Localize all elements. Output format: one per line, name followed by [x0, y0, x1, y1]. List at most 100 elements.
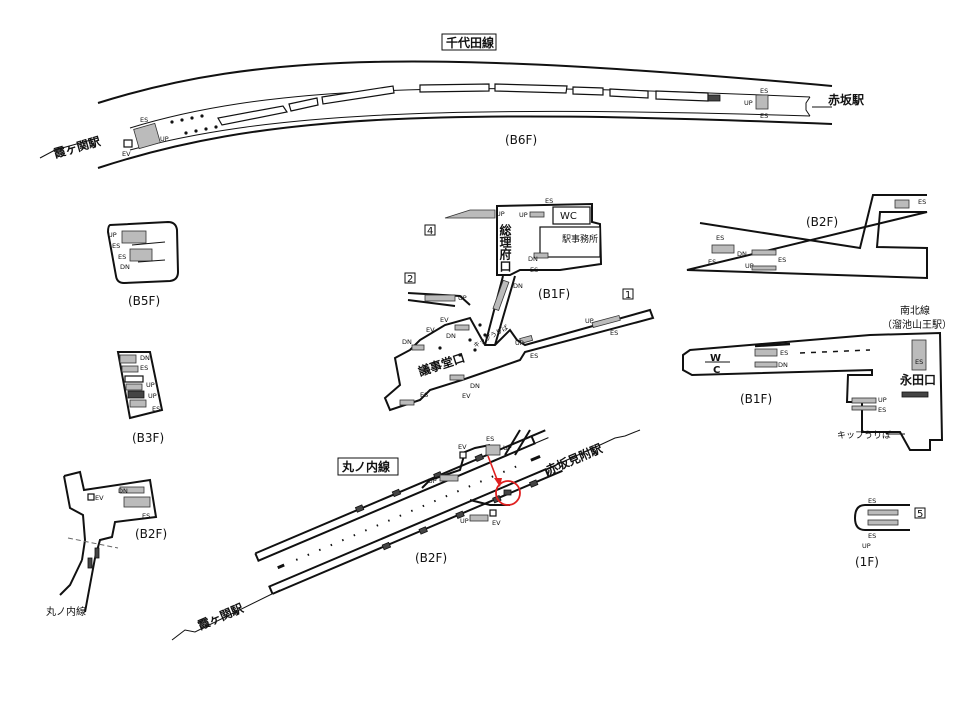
- floor-b1f-right: W C ES DN ES UP ES 永田口 キップうりば 南北線 （溜池山王駅…: [682, 304, 952, 451]
- track-to-akasaka-mitsuke: [544, 429, 641, 471]
- up-label: UP: [458, 294, 467, 302]
- up-label: UP: [878, 396, 887, 404]
- floor-label-b2f-right: (B2F): [806, 215, 838, 229]
- exit-4-box: [424, 224, 436, 236]
- wc-room: [552, 206, 591, 225]
- fare-line: [67, 537, 119, 549]
- elevator: [123, 139, 133, 148]
- ev-label: EV: [122, 150, 131, 158]
- dn-label: DN: [513, 282, 523, 290]
- exit-4-label[interactable]: 4: [427, 226, 433, 237]
- es-label: ES: [610, 329, 618, 337]
- floor-label-b1f-right: (B1F): [740, 392, 772, 406]
- floor-b3f: DN ES UP UP ES (B3F): [116, 351, 164, 445]
- dn-label: DN: [402, 338, 412, 346]
- up-label: UP: [148, 392, 157, 400]
- dn-label: DN: [528, 255, 538, 263]
- nagatacho-exit-label: 永田口: [899, 372, 936, 387]
- b2f-left-outline: [63, 470, 158, 561]
- es-label: ES: [152, 405, 160, 413]
- namboku-line-label: 南北線: [900, 304, 930, 317]
- sourifu-concourse-outline: [496, 202, 603, 276]
- track-wall-top: [97, 60, 833, 104]
- es-label: ES: [486, 435, 494, 443]
- es-label: ES: [868, 532, 876, 540]
- exit-5-outline: [853, 504, 910, 531]
- ev-label: EV: [440, 316, 449, 324]
- floor-b5f: UP ES ES DN (B5F): [106, 220, 180, 308]
- es-label: ES: [708, 258, 716, 266]
- exit-1-label[interactable]: 1: [625, 290, 631, 301]
- floor-b1f-center: WC 駅事務所 総理府口 UP ES DN ES UP 4 DN 2 UP 議事…: [383, 197, 655, 412]
- dn-label: DN: [470, 382, 480, 390]
- highlight-marker: [487, 455, 521, 506]
- escalator: [121, 230, 147, 244]
- chiyoda-platform-b6f: 千代田線 ES UP EV ES UP ES 霞ヶ: [39, 33, 865, 169]
- es-label: ES: [716, 234, 724, 242]
- car: [321, 85, 395, 105]
- ev-label: EV: [95, 494, 104, 502]
- es-label: ES: [530, 352, 538, 360]
- tameike-sanno-station-label: （溜池山王駅）: [882, 318, 952, 331]
- wc-label: WC: [560, 211, 577, 222]
- b1f-right-outline: [682, 331, 944, 451]
- gijidou-concourse-outline: [383, 308, 655, 412]
- highlight-arrow: [487, 455, 499, 483]
- car: [288, 97, 319, 112]
- station-office-label: 駅事務所: [562, 233, 598, 245]
- dn-label: DN: [737, 250, 747, 258]
- car: [419, 83, 490, 93]
- sourifu-exit-label: 総理府口: [498, 223, 512, 273]
- track-to-kasumigaseki: [171, 589, 281, 641]
- up-label: UP: [862, 542, 871, 550]
- es-label: ES: [112, 242, 120, 250]
- dn-label: DN: [120, 263, 130, 271]
- gate: [87, 557, 93, 569]
- up-label: UP: [428, 477, 437, 485]
- es-label: ES: [140, 116, 148, 124]
- station-label-akasaka-mitsuke: 赤坂見附駅: [543, 440, 605, 478]
- columns: [438, 323, 487, 357]
- car: [572, 86, 604, 96]
- exit-5-label[interactable]: 5: [917, 509, 923, 520]
- es-label: ES: [760, 87, 768, 95]
- ev-label: EV: [426, 326, 435, 334]
- floor-label-b6f: (B6F): [505, 133, 537, 147]
- up-label: UP: [745, 262, 754, 270]
- floor-label-b5f: (B5F): [128, 294, 160, 308]
- es-label: ES: [142, 512, 150, 520]
- up-label: UP: [460, 517, 469, 525]
- train-cars: [217, 83, 721, 126]
- es-label: ES: [545, 197, 553, 205]
- up-label: UP: [496, 210, 505, 218]
- escalator-kasumigaseki-end: [133, 122, 161, 150]
- floor-label-1f: (1F): [855, 555, 879, 569]
- up-label: UP: [585, 317, 594, 325]
- exit-5-box: [914, 507, 926, 519]
- car-end: [707, 94, 721, 102]
- ev-label: EV: [462, 392, 471, 400]
- marunouchi-line-exit-label: 丸ノ内線: [46, 605, 86, 618]
- floor-label-b2f-bottom: (B2F): [415, 551, 447, 565]
- gate: [94, 547, 100, 559]
- es-label: ES: [760, 112, 768, 120]
- b2f-right-outline: [686, 194, 928, 280]
- station-label-kasumigaseki: 霞ヶ関駅: [52, 134, 103, 161]
- ticket-counter-label: キップうりば: [837, 430, 891, 441]
- b5f-outline: [106, 220, 180, 285]
- up-label: UP: [503, 444, 512, 452]
- escalator: [129, 248, 153, 262]
- svg-text:総理府口: 総理府口: [498, 223, 512, 273]
- es-label: ES: [140, 364, 148, 372]
- es-label: ES: [868, 497, 876, 505]
- up-label: UP: [519, 211, 528, 219]
- up-label: UP: [744, 99, 753, 107]
- exit-2-box: [404, 272, 416, 284]
- exit-2-label[interactable]: 2: [407, 274, 413, 285]
- dn-label: DN: [778, 361, 788, 369]
- car: [494, 83, 568, 94]
- up-label: UP: [160, 135, 169, 143]
- passage: [484, 275, 516, 346]
- car: [655, 90, 709, 102]
